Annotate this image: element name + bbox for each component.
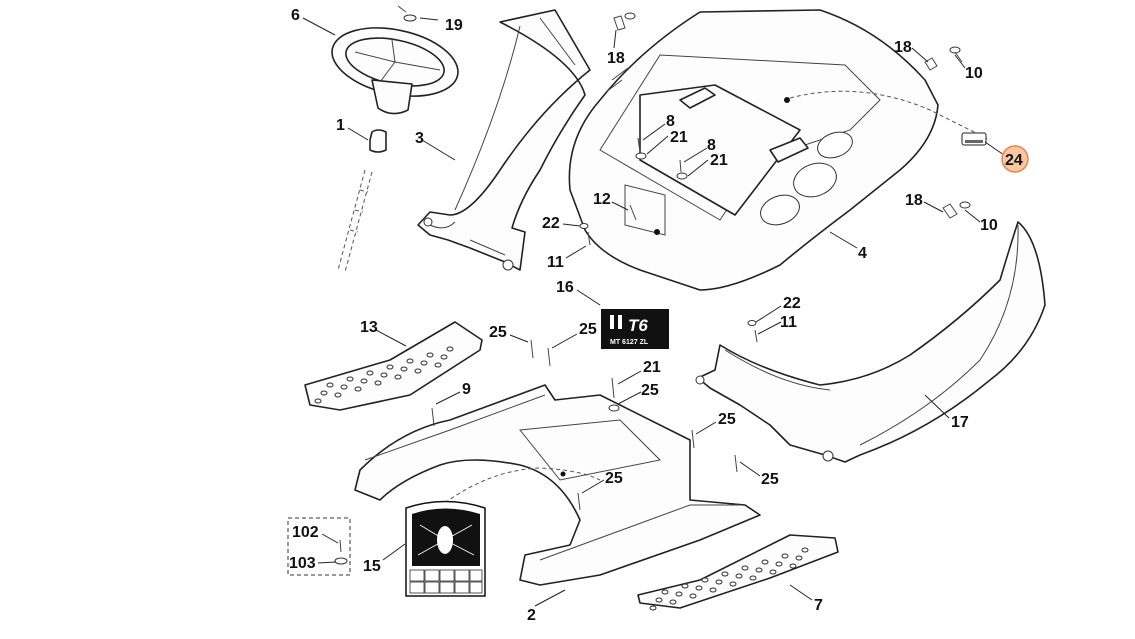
callout-25[interactable]: 25 — [605, 470, 623, 487]
callout-labels: 6 19 18 18 10 24 1 3 8 21 8 21 18 10 12 … — [289, 7, 1029, 624]
safety-decal — [405, 500, 486, 597]
callout-18[interactable]: 18 — [607, 50, 625, 67]
callout-102[interactable]: 102 — [292, 524, 319, 541]
callout-12[interactable]: 12 — [593, 191, 611, 208]
callout-25[interactable]: 25 — [489, 324, 507, 341]
right-footplate[interactable] — [637, 534, 839, 609]
callout-19[interactable]: 19 — [445, 17, 463, 34]
callout-8[interactable]: 8 — [666, 113, 675, 130]
callout-6[interactable]: 6 — [291, 7, 300, 24]
left-footplate-holes — [314, 346, 454, 404]
callout-24-highlight — [1001, 145, 1029, 173]
callout-15[interactable]: 15 — [363, 558, 381, 575]
callout-2[interactable]: 2 — [527, 607, 536, 624]
decal-logo: T6 — [628, 316, 648, 335]
callout-3[interactable]: 3 — [415, 130, 424, 147]
callout-21[interactable]: 21 — [710, 152, 728, 169]
decal-model: MT 6127 ZL — [610, 339, 649, 346]
hardware — [287, 5, 987, 576]
right-fender[interactable] — [695, 221, 1046, 463]
left-footplate[interactable] — [304, 321, 483, 411]
callout-10[interactable]: 10 — [965, 65, 983, 82]
callout-22[interactable]: 22 — [542, 215, 560, 232]
steering-column[interactable] — [337, 129, 387, 273]
callout-17[interactable]: 17 — [951, 414, 969, 431]
floor-pan[interactable] — [354, 384, 761, 586]
callout-18[interactable]: 18 — [894, 39, 912, 56]
callout-11[interactable]: 11 — [780, 314, 797, 331]
callout-16[interactable]: 16 — [556, 279, 574, 296]
callout-22[interactable]: 22 — [783, 295, 801, 312]
leader-lines — [302, 17, 1005, 607]
callout-25[interactable]: 25 — [579, 321, 597, 338]
callout-4[interactable]: 4 — [858, 245, 867, 262]
callout-9[interactable]: 21 — [643, 359, 661, 376]
main-hood[interactable] — [568, 9, 991, 291]
callout-1[interactable]: 1 — [336, 117, 345, 134]
callout-25[interactable]: 9 — [462, 381, 471, 398]
callout-25[interactable]: 25 — [761, 471, 779, 488]
callout-21[interactable]: 21 — [670, 129, 688, 146]
callout-7[interactable]: 7 — [814, 597, 823, 614]
callout-18[interactable]: 18 — [905, 192, 923, 209]
callout-10[interactable]: 10 — [980, 217, 998, 234]
callout-25[interactable]: 25 — [718, 411, 736, 428]
left-shroud[interactable] — [417, 9, 591, 271]
model-decal: T6 MT 6127 ZL — [601, 309, 669, 349]
callout-8[interactable]: 8 — [707, 137, 716, 154]
right-footplate-holes — [649, 547, 809, 611]
callout-103[interactable]: 103 — [289, 555, 316, 572]
callout-13[interactable]: 13 — [360, 319, 378, 336]
callout-24[interactable]: 24 — [1005, 152, 1023, 169]
callout-11[interactable]: 11 — [547, 254, 564, 271]
callout-21[interactable]: 25 — [641, 382, 659, 399]
steering-wheel[interactable] — [326, 17, 465, 115]
